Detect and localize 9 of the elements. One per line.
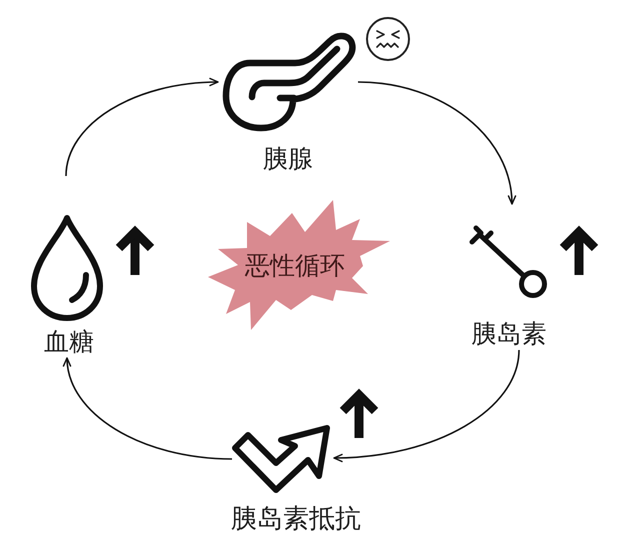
node-label: 胰岛素 bbox=[472, 320, 546, 348]
arrow bbox=[64, 357, 232, 460]
node-label: 恶性循环 bbox=[245, 252, 345, 280]
arrow bbox=[65, 78, 219, 176]
arrow bbox=[358, 81, 516, 205]
node-label: 胰腺 bbox=[263, 145, 313, 172]
node-label: 胰岛素抵抗 bbox=[231, 505, 361, 534]
arrow bbox=[333, 350, 520, 462]
node-label: 血糖 bbox=[44, 328, 94, 356]
